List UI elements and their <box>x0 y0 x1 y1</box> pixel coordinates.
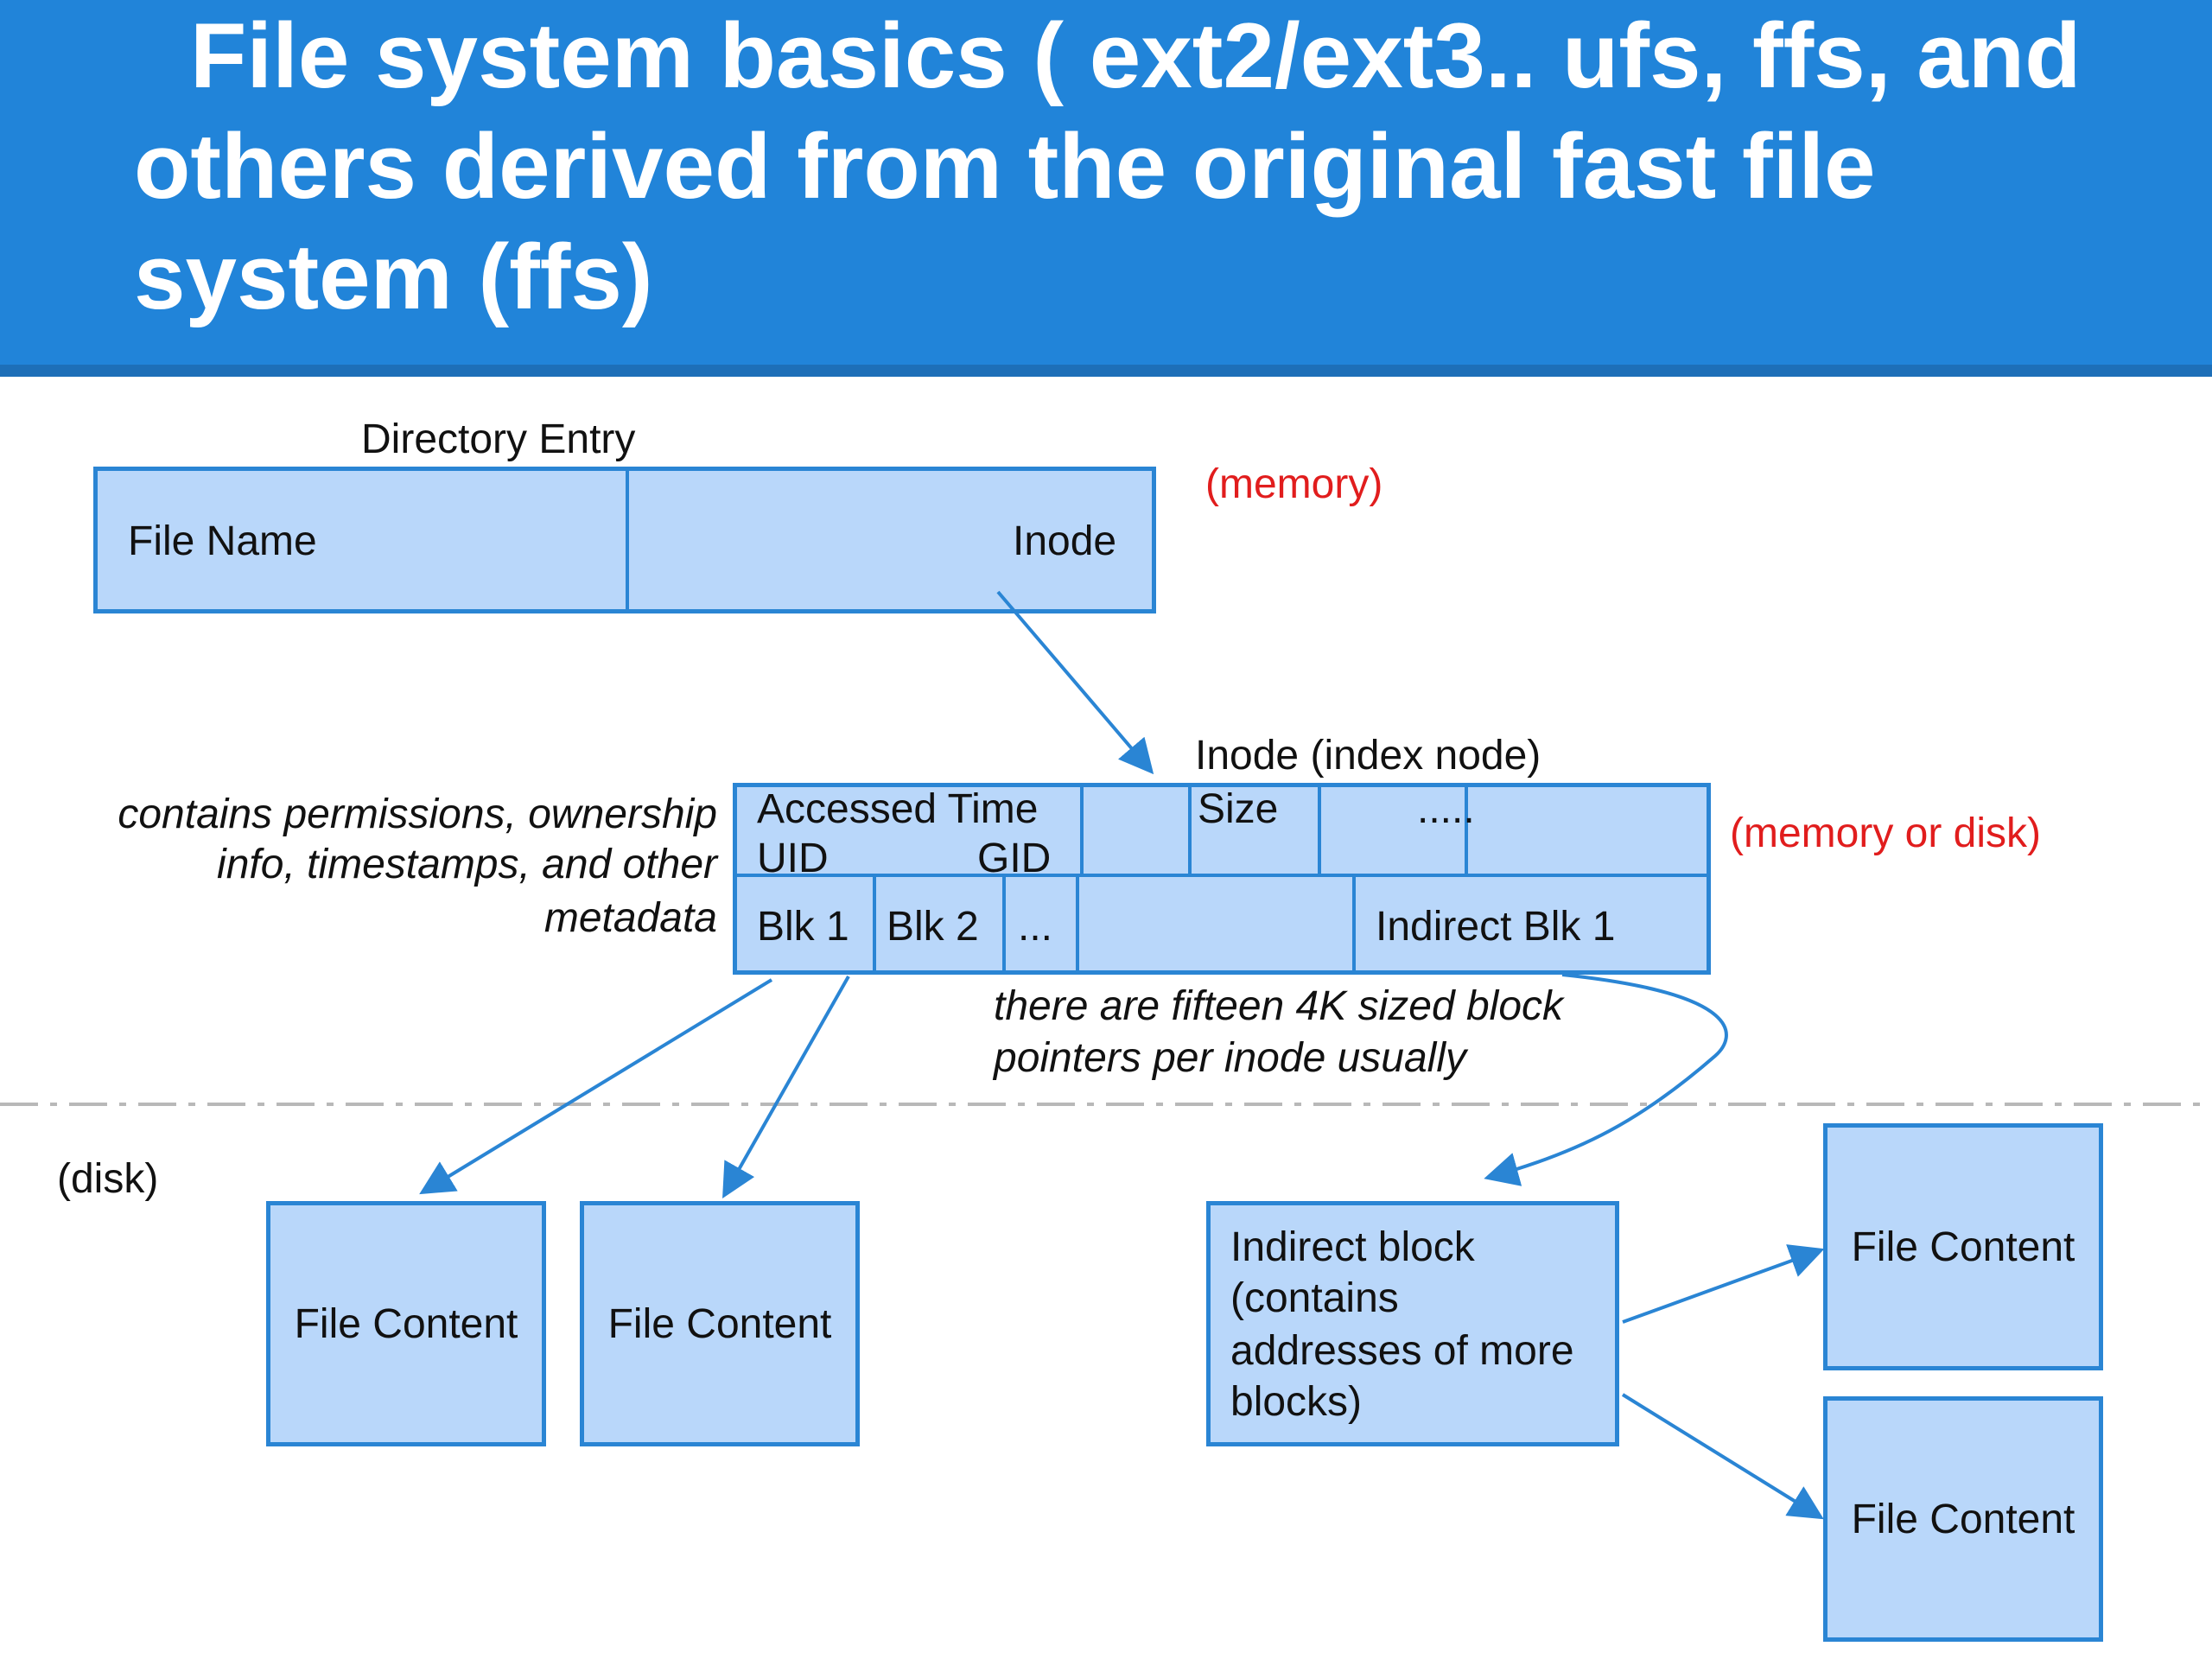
inode-divider <box>1002 874 1006 970</box>
inode-divider <box>1188 787 1192 874</box>
file-content-label-4: File Content <box>1851 1497 2075 1542</box>
inode-divider <box>873 874 876 970</box>
slide-title-line-1: File system basics ( ext2/ext3.. ufs, ff… <box>190 3 2082 107</box>
inode-field-label: Inode <box>1013 518 1117 564</box>
uid-field: UID <box>757 836 829 881</box>
inode-divider <box>1076 874 1079 970</box>
metadata-note-line-3: metadata <box>543 895 717 941</box>
indirect-block-line-4: blocks) <box>1230 1379 1363 1425</box>
blk-ellipsis: ... <box>1018 904 1053 950</box>
inode-row-divider <box>737 874 1707 877</box>
inode-label: Inode (index node) <box>1195 733 1541 779</box>
disk-location-label: (disk) <box>57 1156 159 1202</box>
indirect-to-content-arrow-2 <box>1621 1393 1824 1520</box>
memory-location-label: (memory) <box>1205 461 1383 507</box>
inode-to-inode-arrow <box>996 590 1154 775</box>
blk2-to-content-arrow <box>722 976 850 1198</box>
file-content-label-2: File Content <box>607 1301 832 1347</box>
inode-divider <box>1465 787 1468 874</box>
inode-divider <box>1318 787 1321 874</box>
indirect-block <box>1206 1201 1619 1446</box>
slide-title-line-3: system (ffs) <box>134 225 653 328</box>
directory-entry-label: Directory Entry <box>361 416 636 462</box>
blk1-pointer: Blk 1 <box>757 904 849 950</box>
indirect-blk1-pointer: Indirect Blk 1 <box>1376 904 1616 950</box>
file-content-label-1: File Content <box>294 1301 518 1347</box>
blk1-to-content-arrow <box>419 978 773 1195</box>
pointers-note-line-2: pointers per inode usually <box>994 1035 1467 1081</box>
file-content-block-3 <box>1823 1123 2103 1370</box>
inode-divider <box>1080 787 1084 874</box>
blk2-pointer: Blk 2 <box>887 904 979 950</box>
more-fields-ellipsis: ..... <box>1417 786 1475 832</box>
file-content-label-3: File Content <box>1851 1224 2075 1270</box>
size-field: Size <box>1198 786 1279 832</box>
file-content-block-1 <box>266 1201 546 1446</box>
title-banner-rule <box>0 365 2212 377</box>
accessed-time-field: Accessed Time <box>757 786 1039 832</box>
slide-title-line-2: others derived from the original fast fi… <box>134 114 1876 218</box>
indirect-block-line-2: (contains <box>1230 1275 1399 1321</box>
metadata-note-line-1: contains permissions, ownership <box>118 791 717 837</box>
metadata-note-line-2: info, timestamps, and other <box>217 842 717 887</box>
file-name-cell <box>98 471 629 609</box>
indirect-to-content-arrow-1 <box>1622 1244 1825 1324</box>
inode-divider <box>1352 874 1356 970</box>
file-name-label: File Name <box>128 518 317 564</box>
indirect-pointer-arrow <box>1484 973 1728 1186</box>
indirect-block-line-3: addresses of more <box>1230 1328 1574 1374</box>
file-content-block-2 <box>580 1201 860 1446</box>
file-content-block-4 <box>1823 1396 2103 1642</box>
slide-title: File system basics ( ext2/ext3.. ufs, ff… <box>134 0 2121 332</box>
title-banner <box>0 0 2212 365</box>
inode-box <box>733 783 1711 975</box>
pointers-note-line-1: there are fifteen 4K sized block <box>994 983 1564 1029</box>
memory-or-disk-label: (memory or disk) <box>1730 810 2042 856</box>
directory-entry-box <box>93 467 1156 613</box>
gid-field: GID <box>977 836 1052 881</box>
indirect-block-line-1: Indirect block <box>1230 1224 1475 1270</box>
